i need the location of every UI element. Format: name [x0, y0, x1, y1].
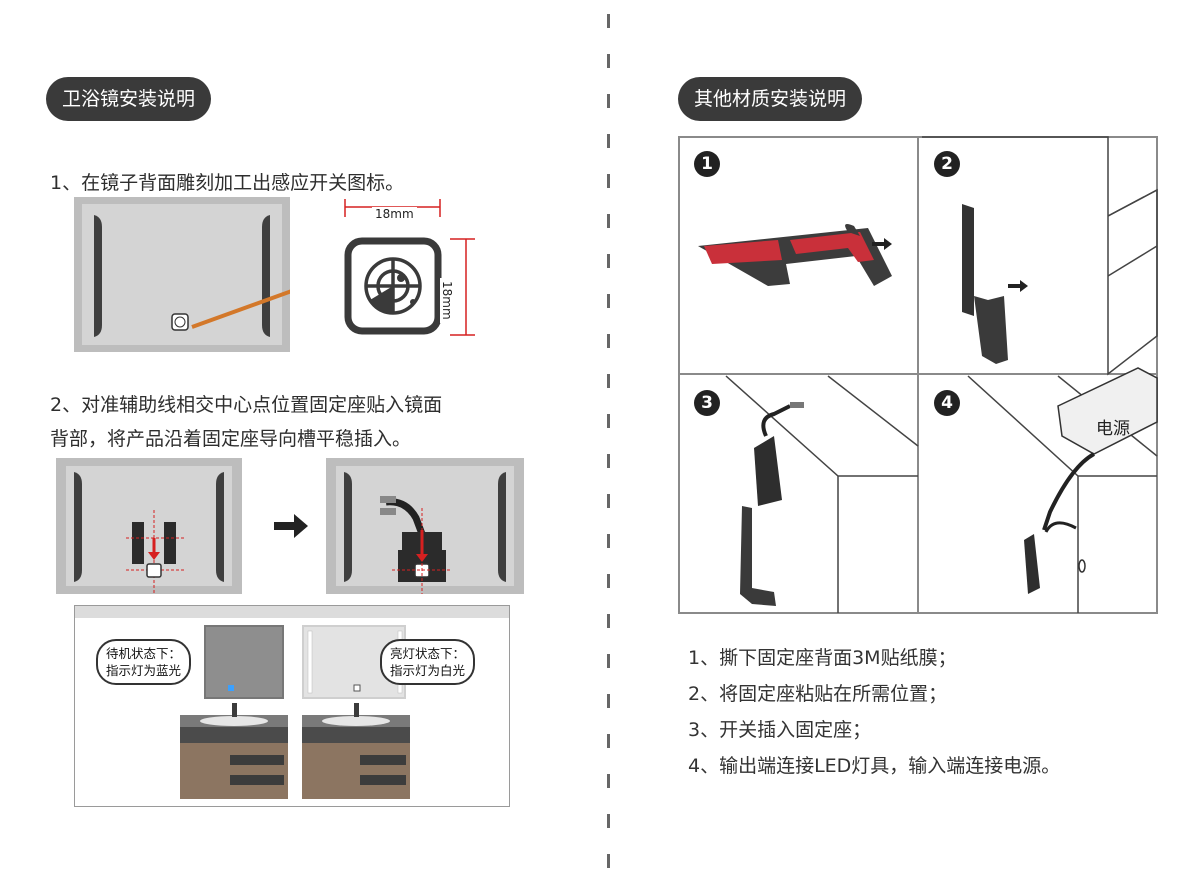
step1-text: 1、在镜子背面雕刻加工出感应开关图标。 — [50, 172, 405, 194]
divider-dash — [607, 734, 610, 748]
install-steps-grid — [678, 136, 1158, 614]
divider-dash — [607, 14, 610, 28]
divider-dash — [607, 94, 610, 108]
step2-text-line2: 背部，将产品沿着固定座导向槽平稳插入。 — [50, 428, 412, 450]
dimension-height-label: 18mm — [440, 278, 454, 323]
cabinet-illustration — [180, 625, 410, 799]
divider-dash — [607, 374, 610, 388]
mirror-back-figure — [74, 197, 290, 352]
divider-dash — [607, 454, 610, 468]
lit-callout-line2: 指示灯为白光 — [390, 663, 466, 678]
lit-callout: 亮灯状态下： 指示灯为白光 — [380, 639, 476, 685]
step-badge-1: 1 — [694, 151, 720, 177]
step-badge-4: 4 — [934, 390, 960, 416]
install-step-4: 4、输出端连接LED灯具，输入端连接电源。 — [688, 755, 1061, 777]
divider-dash — [607, 134, 610, 148]
right-section-title: 其他材质安装说明 — [678, 77, 863, 121]
divider-dash — [607, 254, 610, 268]
divider-dash — [607, 54, 610, 68]
divider-dash — [607, 214, 610, 228]
step2-text-line1: 2、对准辅助线相交中心点位置固定座贴入镜面 — [50, 394, 443, 416]
mirror-left-light-strip — [94, 215, 102, 337]
center-dashed-divider — [607, 0, 611, 875]
standby-callout-line2: 指示灯为蓝光 — [106, 663, 182, 678]
mirror-right-light-strip — [262, 215, 270, 337]
standby-callout-line1: 待机状态下： — [106, 646, 182, 661]
divider-dash — [607, 614, 610, 628]
divider-dash — [607, 414, 610, 428]
divider-dash — [607, 574, 610, 588]
cabinet-comparison-frame — [74, 605, 510, 807]
install-step-1: 1、撕下固定座背面3M贴纸膜； — [688, 647, 957, 669]
step-badge-2: 2 — [934, 151, 960, 177]
standby-callout: 待机状态下： 指示灯为蓝光 — [96, 639, 192, 685]
right-arrow-icon — [274, 514, 308, 538]
power-supply-label: 电源 — [1096, 419, 1130, 439]
install-step-2: 2、将固定座粘贴在所需位置； — [688, 683, 948, 705]
divider-dash — [607, 534, 610, 548]
install-steps-list: 1、撕下固定座背面3M贴纸膜； 2、将固定座粘贴在所需位置； 3、开关插入固定座… — [688, 640, 1060, 784]
mount-insert-figure — [56, 458, 524, 594]
divider-dash — [607, 774, 610, 788]
install-step-3: 3、开关插入固定座； — [688, 719, 872, 741]
step-badge-3: 3 — [694, 390, 720, 416]
divider-dash — [607, 294, 610, 308]
divider-dash — [607, 654, 610, 668]
divider-dash — [607, 814, 610, 828]
divider-dash — [607, 334, 610, 348]
left-section-title: 卫浴镜安装说明 — [46, 77, 212, 121]
divider-dash — [607, 174, 610, 188]
divider-dash — [607, 854, 610, 868]
divider-dash — [607, 694, 610, 708]
sensor-icon-zoom — [344, 199, 475, 336]
divider-dash — [607, 494, 610, 508]
lit-callout-line1: 亮灯状态下： — [390, 646, 466, 661]
dimension-width-label: 18mm — [372, 207, 417, 221]
